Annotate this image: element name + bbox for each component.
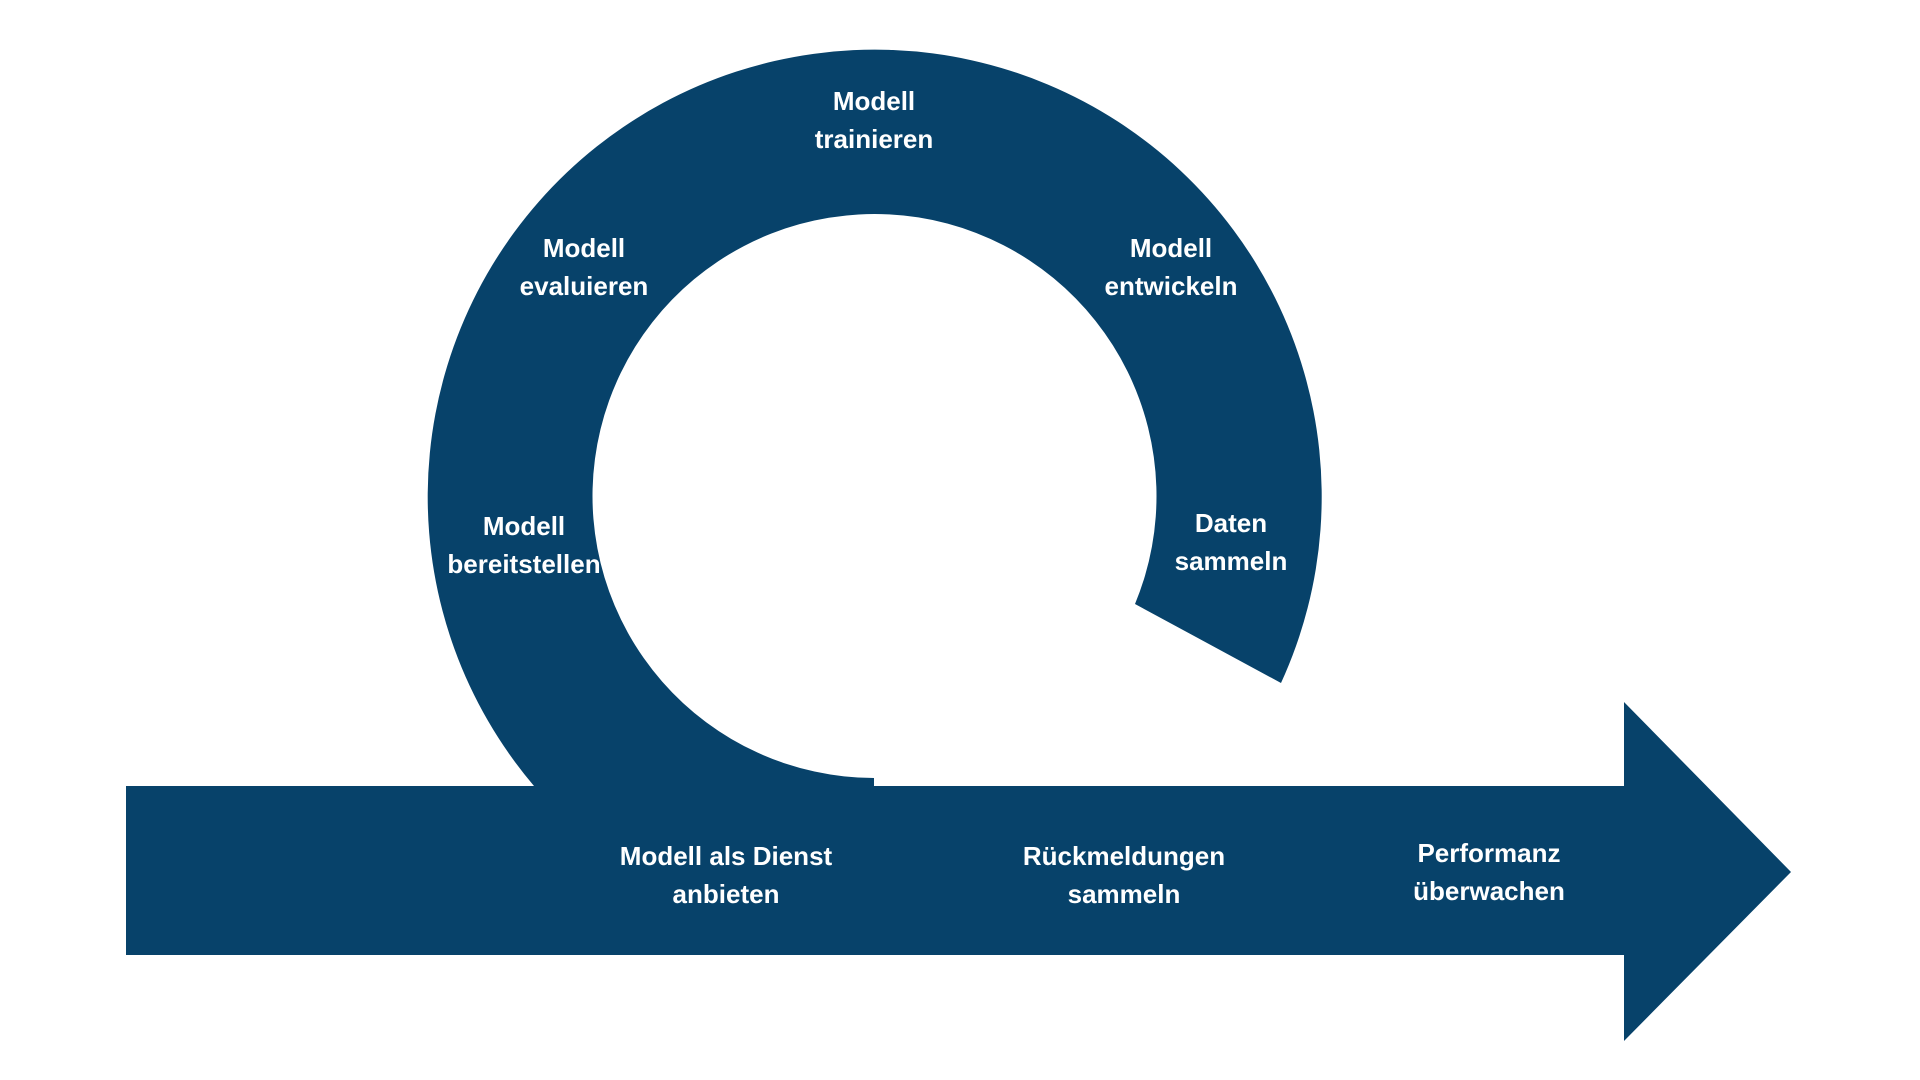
step-modell-trainieren: Modell trainieren: [815, 82, 934, 158]
step-line: Modell: [1129, 233, 1213, 263]
step-modell-evaluieren: Modell evaluieren: [520, 229, 649, 305]
step-line: Modell als Dienst: [619, 841, 833, 871]
step-line: überwachen: [1413, 876, 1565, 906]
loop-ring-shape: [427, 49, 1322, 786]
step-line: Modell: [482, 511, 566, 541]
step-line: anbieten: [672, 879, 780, 909]
step-line: evaluieren: [519, 271, 649, 301]
step-line: bereitstellen: [447, 549, 601, 579]
step-modell-entwickeln: Modell entwickeln: [1105, 229, 1238, 305]
step-line: Daten: [1194, 508, 1268, 538]
step-line: sammeln: [1067, 879, 1181, 909]
step-line: Rückmeldungen: [1022, 841, 1226, 871]
step-line: Modell: [832, 86, 916, 116]
step-performanz-ueberwachen: Performanz überwachen: [1413, 834, 1565, 910]
step-line: trainieren: [814, 124, 934, 154]
step-daten-sammeln: Daten sammeln: [1175, 504, 1288, 580]
step-modell-bereitstellen: Modell bereitstellen: [447, 507, 600, 583]
step-line: Performanz: [1417, 838, 1561, 868]
step-modell-als-dienst-anbieten: Modell als Dienst anbieten: [620, 837, 832, 913]
step-line: entwickeln: [1104, 271, 1238, 301]
step-line: sammeln: [1174, 546, 1288, 576]
step-line: Modell: [542, 233, 626, 263]
timeline-arrow-shape: [126, 702, 1791, 1041]
step-rueckmeldungen-sammeln: Rückmeldungen sammeln: [1023, 837, 1225, 913]
